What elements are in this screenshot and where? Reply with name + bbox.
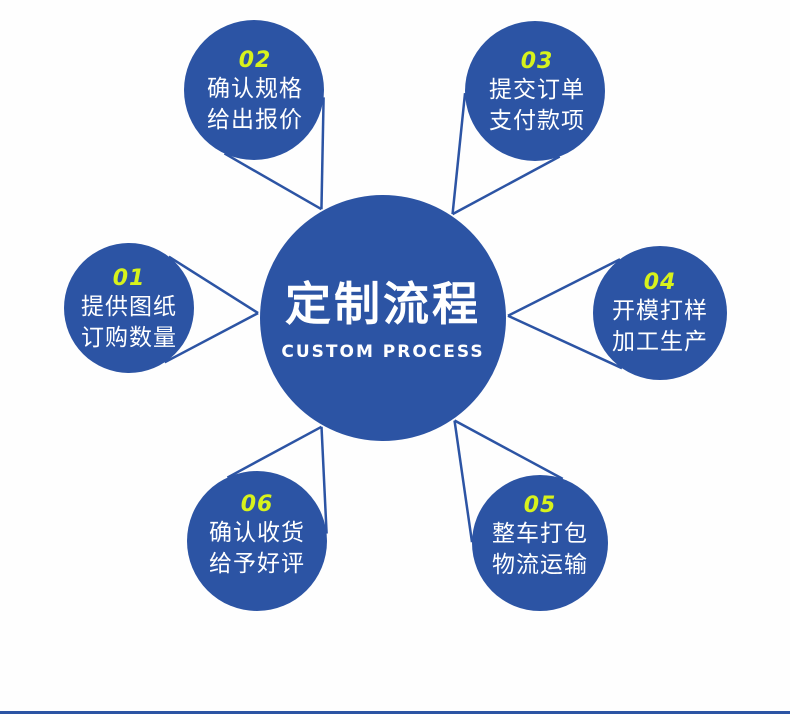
connector-line [451, 155, 561, 216]
step-circle-04 [593, 246, 727, 380]
connector-line [168, 255, 259, 315]
step-circle-05 [472, 475, 608, 611]
step-05-label: 05 整车打包 物流运输 [492, 493, 588, 581]
step-text-line2: 物流运输 [492, 552, 588, 578]
step-06-label: 06 确认收货 给予好评 [209, 492, 305, 580]
step-number: 04 [643, 270, 677, 295]
step-text-line2: 加工生产 [612, 329, 708, 355]
step-text-line2: 给出报价 [207, 107, 303, 133]
bottom-divider [0, 711, 790, 714]
step-02-label: 02 确认规格 给出报价 [207, 48, 303, 136]
step-number: 02 [238, 48, 272, 73]
step-text-line1: 提供图纸 [81, 294, 177, 320]
connector-line [226, 425, 323, 479]
step-number: 05 [523, 493, 557, 518]
center-circle [260, 195, 506, 441]
step-text-line1: 确认规格 [207, 76, 303, 102]
step-text-line1: 提交订单 [489, 77, 585, 103]
step-text-line1: 开模打样 [612, 298, 708, 324]
step-text-line1: 确认收货 [209, 520, 305, 546]
step-number: 01 [112, 266, 146, 291]
step-circle-03 [465, 21, 605, 161]
connector-line [451, 93, 467, 215]
connector-line [164, 311, 259, 364]
connector-line [320, 97, 325, 210]
step-number: 06 [240, 492, 274, 517]
step-circle-02 [184, 20, 324, 160]
step-text-line1: 整车打包 [492, 521, 588, 547]
step-text-line2: 支付款项 [489, 108, 585, 134]
connector-line [507, 314, 623, 370]
connector-line [320, 426, 328, 534]
center-subtitle: CUSTOM PROCESS [281, 342, 485, 362]
step-text-line2: 给予好评 [209, 551, 305, 577]
step-text-line2: 订购数量 [81, 325, 177, 351]
step-circle-01 [64, 243, 194, 373]
step-number: 03 [520, 49, 554, 74]
step-circle-06 [187, 471, 327, 611]
step-01-label: 01 提供图纸 订购数量 [81, 266, 177, 354]
connector-line [223, 152, 323, 211]
connector-line [507, 258, 621, 317]
connector-line [453, 419, 564, 481]
step-04-label: 04 开模打样 加工生产 [612, 270, 708, 358]
step-03-label: 03 提交订单 支付款项 [489, 49, 585, 137]
center-label: 定制流程 CUSTOM PROCESS [281, 274, 484, 362]
center-title: 定制流程 [284, 277, 481, 331]
connector-line [453, 420, 474, 543]
